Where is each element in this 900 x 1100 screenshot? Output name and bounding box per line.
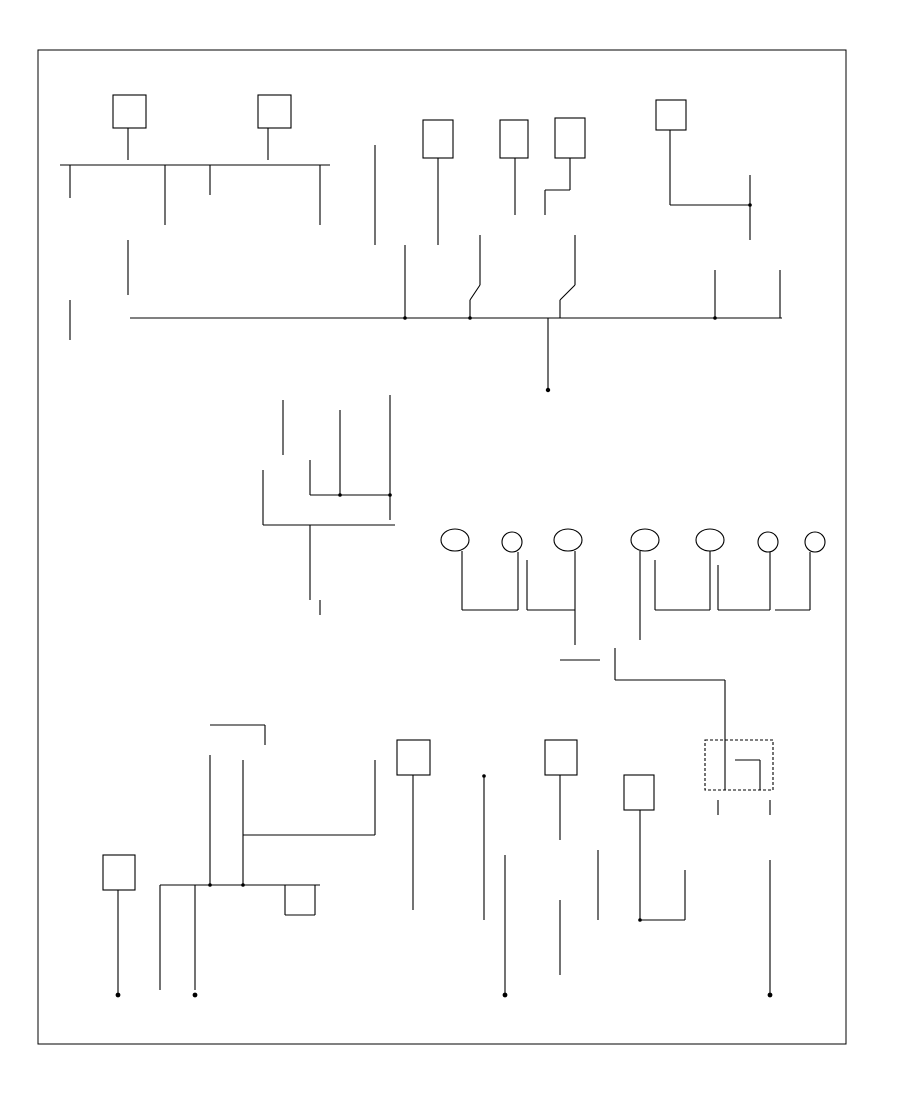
middle-left-section bbox=[262, 395, 395, 615]
lamp-row-3 bbox=[553, 528, 583, 552]
component-top-mid-1 bbox=[422, 119, 454, 159]
component-bottom-3 bbox=[544, 739, 578, 776]
bottom-section bbox=[102, 724, 774, 995]
component-bottom-1 bbox=[102, 854, 136, 891]
lamp-row-2 bbox=[501, 531, 523, 553]
component-bottom-2 bbox=[396, 739, 431, 776]
component-top-left-2 bbox=[257, 94, 292, 129]
diagram-frame bbox=[37, 49, 847, 1045]
component-bottom-4 bbox=[623, 774, 655, 811]
top-section bbox=[60, 94, 782, 390]
lamp-row-1 bbox=[440, 528, 470, 552]
component-top-mid-2 bbox=[499, 119, 529, 159]
lamp-row bbox=[440, 528, 826, 740]
lamp-row-4 bbox=[630, 528, 660, 552]
lamp-row-5 bbox=[695, 528, 725, 552]
component-bottom-5 bbox=[704, 739, 774, 791]
lamp-row-6 bbox=[757, 531, 779, 553]
lamp-row-7 bbox=[804, 531, 826, 553]
component-top-left-1 bbox=[112, 94, 147, 129]
component-top-right-1 bbox=[655, 99, 687, 131]
component-top-mid-3 bbox=[554, 117, 586, 159]
